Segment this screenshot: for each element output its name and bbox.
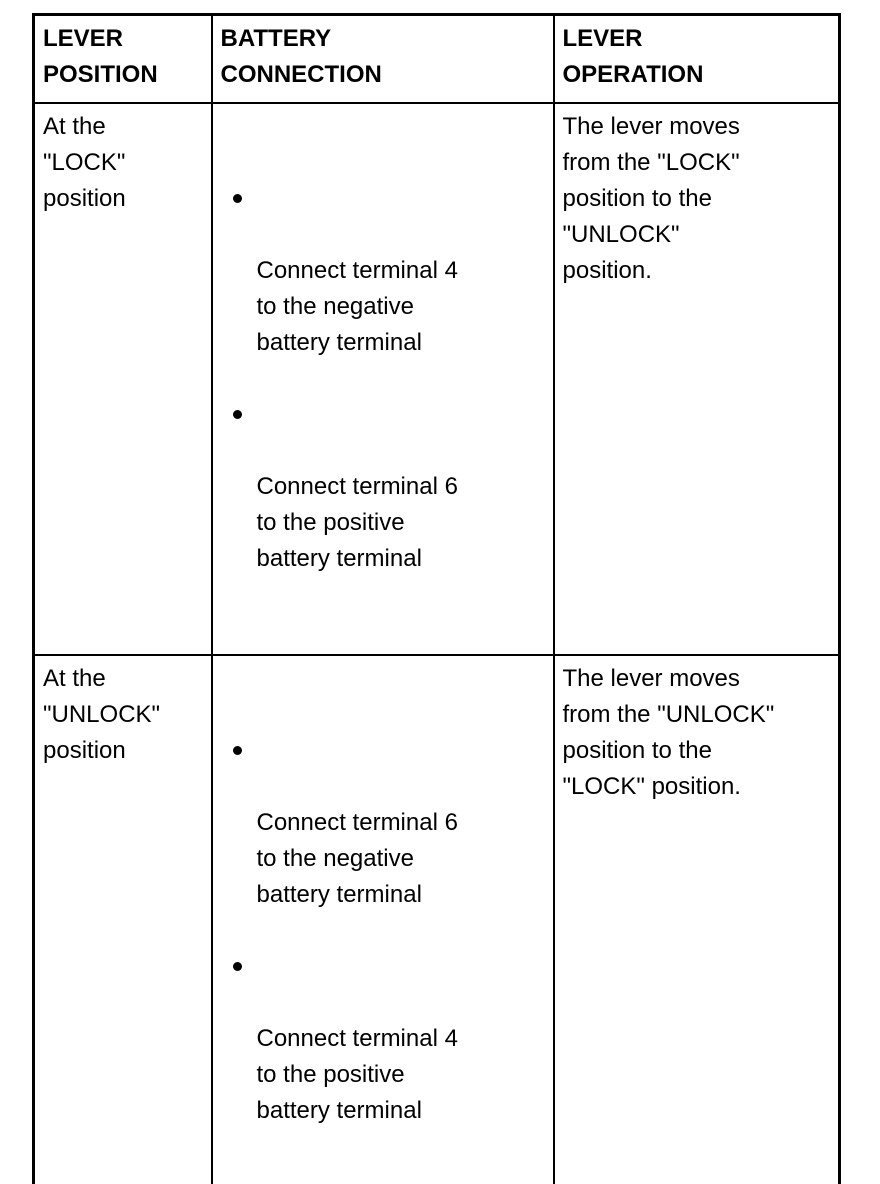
cell-unlock-operation: The lever moves from the "UNLOCK" positi…	[554, 655, 840, 1184]
table-row-lock: At the "LOCK" position Connect terminal …	[34, 103, 840, 655]
header-lever-position: LEVER POSITION	[34, 15, 212, 103]
cell-unlock-position: At the "UNLOCK" position	[34, 655, 212, 1184]
connection-text: Connect terminal 4 to the positive batte…	[257, 1025, 458, 1124]
bullet-icon	[233, 194, 242, 203]
connection-text: Connect terminal 6 to the negative batte…	[257, 809, 458, 908]
cell-lock-position: At the "LOCK" position	[34, 103, 212, 655]
list-item: Connect terminal 6 to the negative batte…	[221, 733, 545, 913]
list-item: Connect terminal 4 to the positive batte…	[221, 949, 545, 1129]
connection-bullet-list: Connect terminal 6 to the negative batte…	[221, 697, 545, 1165]
cell-unlock-connections: Connect terminal 6 to the negative batte…	[212, 655, 554, 1184]
bullet-icon	[233, 746, 242, 755]
table-header-row: LEVER POSITION BATTERY CONNECTION LEVER …	[34, 15, 840, 103]
header-battery-connection: BATTERY CONNECTION	[212, 15, 554, 103]
connection-text: Connect terminal 4 to the negative batte…	[257, 257, 458, 356]
table-row-unlock: At the "UNLOCK" position Connect termina…	[34, 655, 840, 1184]
lever-spec-table-container: LEVER POSITION BATTERY CONNECTION LEVER …	[32, 13, 841, 1184]
list-item: Connect terminal 4 to the negative batte…	[221, 181, 545, 361]
lever-spec-table: LEVER POSITION BATTERY CONNECTION LEVER …	[32, 13, 841, 1184]
cell-lock-connections: Connect terminal 4 to the negative batte…	[212, 103, 554, 655]
connection-text: Connect terminal 6 to the positive batte…	[257, 473, 458, 572]
header-lever-operation: LEVER OPERATION	[554, 15, 840, 103]
cell-lock-operation: The lever moves from the "LOCK" position…	[554, 103, 840, 655]
connection-bullet-list: Connect terminal 4 to the negative batte…	[221, 145, 545, 613]
bullet-icon	[233, 410, 242, 419]
list-item: Connect terminal 6 to the positive batte…	[221, 397, 545, 577]
bullet-icon	[233, 962, 242, 971]
